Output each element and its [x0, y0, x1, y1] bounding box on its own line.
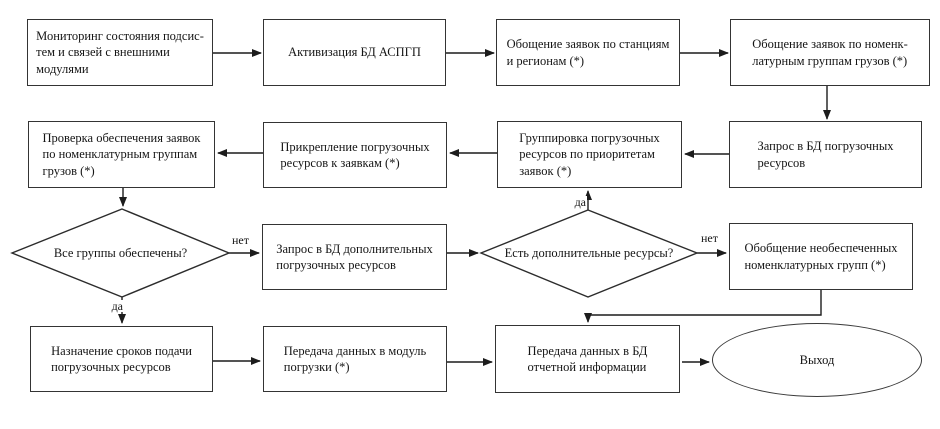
node-activation: Активизация БД АСПГП	[263, 19, 446, 86]
edge-label-decision2-no: нет	[700, 231, 719, 245]
node-summary-groups: Обощение заявок по номенк- латурным груп…	[730, 19, 930, 86]
node-query-resources: Запрос в БД погрузочных ресурсов	[729, 121, 922, 188]
node-check-support-label: Проверка обеспечения заявок по номенклат…	[42, 131, 201, 178]
node-group-resources: Группировка погрузочных ресурсов по прио…	[497, 121, 682, 188]
decision-additional-resources-shape	[479, 209, 699, 298]
node-group-resources-label: Группировка погрузочных ресурсов по прио…	[519, 131, 660, 178]
edge-label-decision1-yes: да	[96, 300, 124, 312]
decision-all-groups-shape	[10, 208, 231, 298]
node-summary-stations-label: Обощение заявок по станциям и регионам (…	[506, 37, 670, 68]
node-transfer-module-label: Передача данных в модуль погрузки (*)	[283, 343, 427, 374]
node-monitoring-label: Мониторинг состояния подсис- тем и связе…	[36, 29, 204, 76]
node-assign-terms-label: Назначение сроков подачи погрузочных рес…	[51, 343, 192, 374]
edge-label-decision1-no: нет	[231, 233, 250, 247]
node-summary-unsupported-label: Обобщение необеспеченных номенклатурных …	[744, 241, 898, 272]
node-attach-resources-label: Прикрепление погрузочных ресурсов к заяв…	[280, 139, 430, 170]
node-monitoring: Мониторинг состояния подсис- тем и связе…	[27, 19, 213, 86]
node-summary-unsupported: Обобщение необеспеченных номенклатурных …	[729, 223, 913, 290]
node-attach-resources: Прикрепление погрузочных ресурсов к заяв…	[263, 122, 447, 188]
node-transfer-db: Передача данных в БД отчетной информации	[495, 325, 680, 393]
node-assign-terms: Назначение сроков подачи погрузочных рес…	[30, 326, 213, 392]
terminator-exit: Выход	[712, 323, 922, 397]
node-check-support: Проверка обеспечения заявок по номенклат…	[28, 121, 215, 188]
edge-label-decision2-yes: да	[559, 196, 587, 208]
terminator-exit-label: Выход	[799, 352, 835, 367]
connector-summary-unsupported-to-transfer-db	[584, 290, 822, 323]
node-activation-label: Активизация БД АСПГП	[288, 45, 421, 60]
node-query-resources-label: Запрос в БД погрузочных ресурсов	[757, 139, 894, 170]
node-summary-stations: Обощение заявок по станциям и регионам (…	[496, 19, 680, 86]
node-query-additional-label: Запрос в БД дополнительных погрузочных р…	[276, 241, 433, 272]
node-transfer-db-label: Передача данных в БД отчетной информации	[527, 343, 648, 374]
node-query-additional: Запрос в БД дополнительных погрузочных р…	[262, 224, 447, 290]
node-summary-groups-label: Обощение заявок по номенк- латурным груп…	[752, 37, 908, 68]
node-transfer-module: Передача данных в модуль погрузки (*)	[263, 326, 447, 392]
